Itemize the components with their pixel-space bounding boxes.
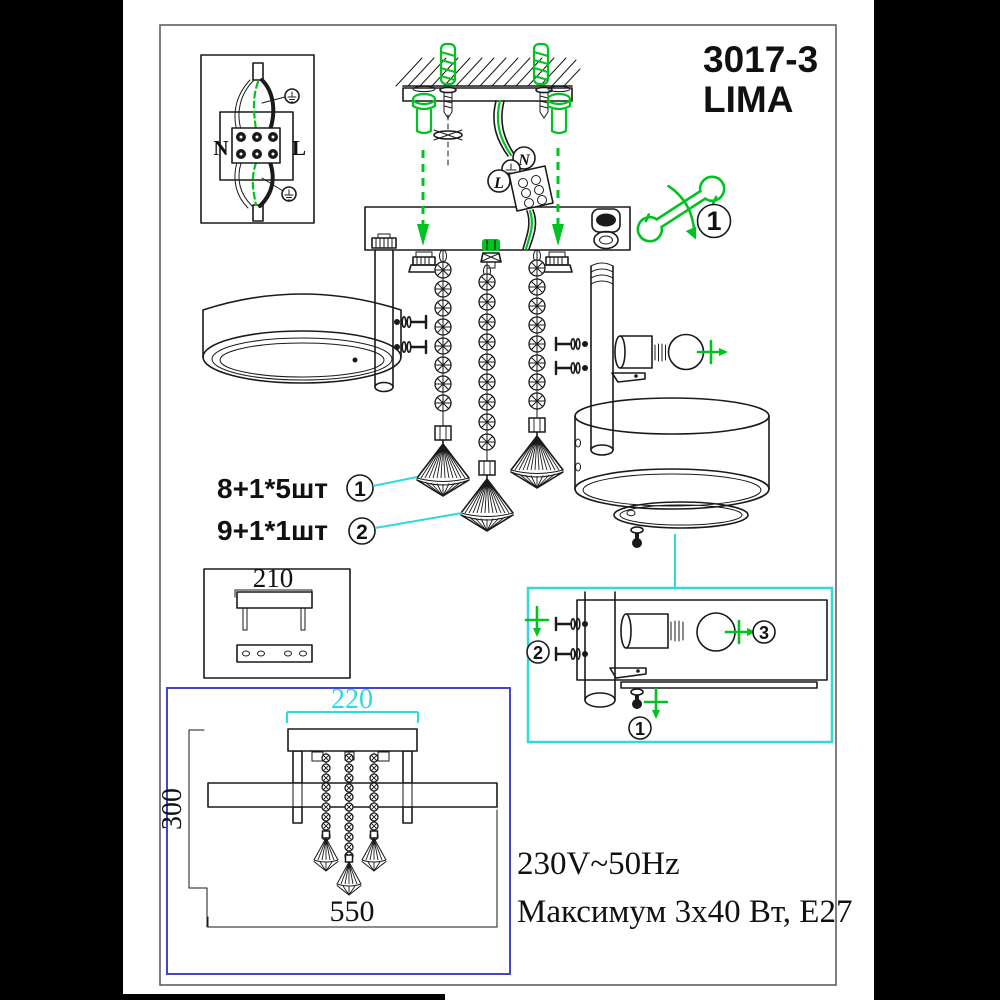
assembly-direction-arrows [417,148,564,246]
earth-icon [281,186,297,202]
crystal-chain [510,249,564,489]
lamp-socket [614,335,666,369]
right-rod-and-bulb [554,262,730,456]
mini-canopy [287,728,418,752]
parts-quantity-label: 9+1*1шт [217,515,328,546]
wing-washer-icon [433,114,463,166]
spec-voltage: 230V~50Hz [517,846,680,882]
mounting-screw-icon [439,86,457,119]
ceiling-mounting-diagram [395,42,581,166]
bracket-tab [611,372,646,383]
total-width-dim: 550 [330,895,375,928]
cover-screw-icon [630,526,644,548]
live-wire [260,78,276,132]
wall-plug-icon [532,42,550,86]
left-shade [202,249,428,393]
callout-side-screw: 2 [526,640,550,664]
svg-text:1: 1 [354,478,366,501]
ground-wire [251,80,260,207]
page-title: 3017-3 LIMA [703,39,818,120]
rod-end [374,381,394,393]
svg-text:N: N [517,152,531,169]
mounting-bar [364,206,631,251]
neutral-terminal-label: N [213,136,228,160]
green-cap-icon [482,239,500,251]
socket-detail-drawing: 3 2 1 [524,586,834,744]
model-number: 3017-3 [703,39,818,80]
callout-bottom-screw: 1 [628,716,652,740]
specifications: 230V~50Hz Максимум 3x40 Вт, E27 [517,846,852,930]
wire-connection-detail: N L [487,146,554,251]
ring-nut-icon [593,230,619,250]
nut-icon [371,233,397,249]
svg-text:2: 2 [356,521,368,544]
svg-text:2: 2 [533,643,543,663]
terminal-block [508,165,554,212]
photo-right-band [874,0,1000,1000]
bottom-cover-plate [613,501,749,529]
bracket-tab [609,667,647,679]
live-terminal-label: L [292,136,306,160]
crystal-chain [460,264,514,532]
parts-list: 8+1*5шт 1 9+1*1шт 2 [217,473,463,546]
svg-text:3: 3 [759,623,769,643]
svg-text:L: L [493,175,504,192]
live-tag: L [487,169,511,193]
canopy-width-dim: 220 [331,684,373,715]
photo-left-band [0,0,123,1000]
callout-wrench-step: 1 [696,203,732,239]
terminal-wires [522,209,537,250]
green-bolt-icon [546,92,572,135]
callout-part-1: 1 [346,474,374,502]
callout-part-2: 2 [348,517,376,545]
mini-chain [361,752,387,872]
dimension-drawing: 220 [157,684,511,975]
ceiling-wires [493,100,515,157]
bracket-dimension-drawing: 210 [203,563,351,679]
spec-max-power: Максимум 3x40 Вт, E27 [517,894,852,930]
mini-chain [313,752,339,872]
height-dim: 300 [157,788,188,830]
lamp-socket [620,613,684,649]
svg-text:1: 1 [635,719,645,739]
wall-plug-icon [439,42,457,86]
parts-quantity-label: 8+1*5шт [217,473,328,504]
photo-bottom-band [0,994,445,1000]
detail-panel [576,599,828,681]
cover-screw-icon [630,688,644,709]
ceiling-hatching [395,57,581,87]
series-name: LIMA [703,79,793,120]
bracket-width-dim: 210 [253,563,294,593]
svg-text:1: 1 [706,206,721,236]
callout-bulb: 3 [752,620,776,644]
mini-chain [336,752,362,896]
right-shade [574,397,770,587]
crystal-chain [416,249,470,497]
earth-icon [284,88,300,104]
bottom-plate-edge [620,681,818,689]
wrench-icon [636,175,726,243]
neutral-wire [234,79,255,132]
wiring-diagram: N L [200,54,315,224]
green-bolt-icon [411,92,437,135]
